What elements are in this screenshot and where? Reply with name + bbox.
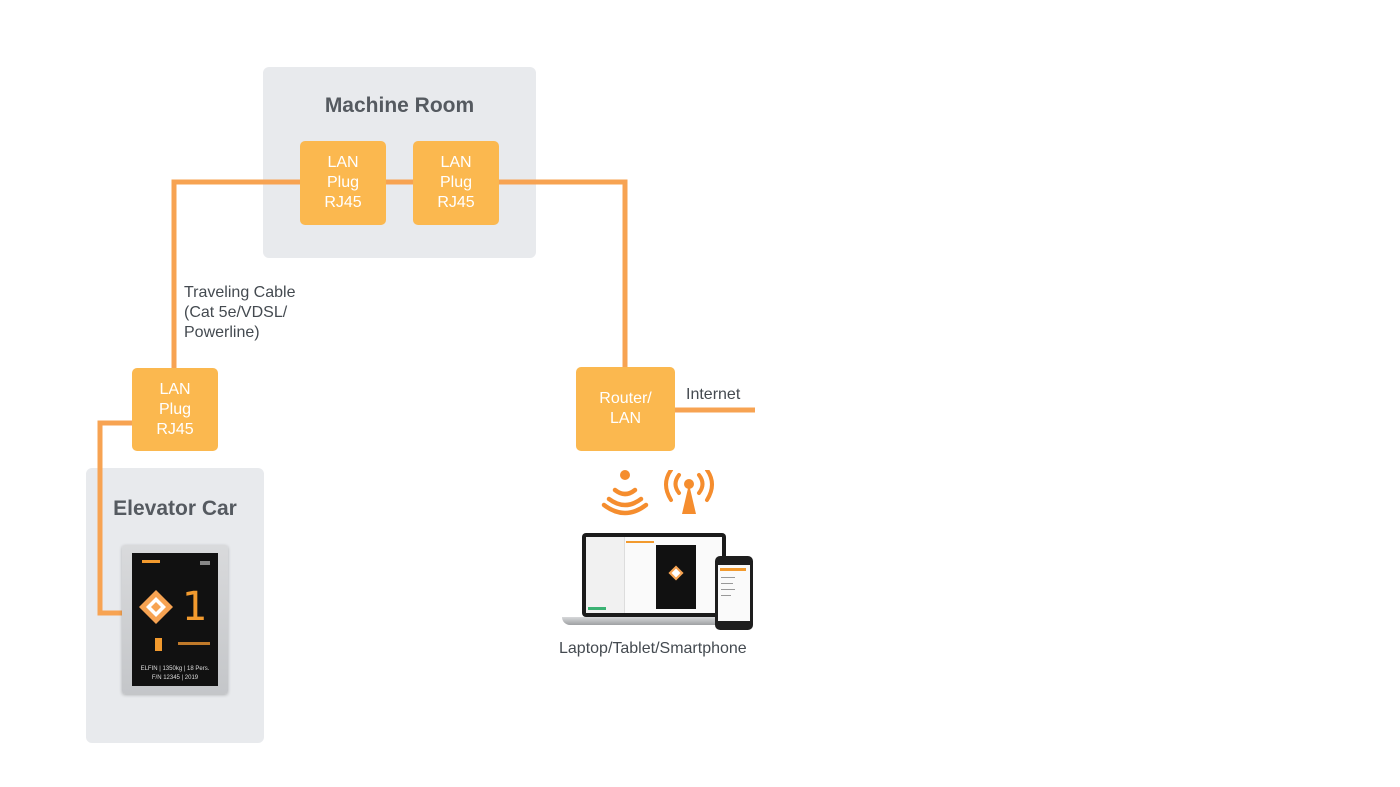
traveling-cable-label: Traveling Cable (Cat 5e/VDSL/ Powerline): [184, 283, 295, 343]
laptop-green-button: [588, 607, 606, 610]
router-box: Router/ LAN: [576, 367, 675, 451]
display-screen: 1 ELFIN | 1350kg | 18 Pers. F/N 12345 | …: [132, 553, 218, 686]
laptop-sidebar: [586, 537, 625, 613]
preview-logo-icon: [668, 565, 684, 581]
wifi-icon: [601, 470, 649, 516]
plug-label-line: RJ45: [156, 420, 194, 438]
internet-label: Internet: [686, 386, 741, 403]
laptop-list-column: [626, 541, 654, 543]
elevator-logo-icon: [139, 590, 173, 624]
display-info-line: ELFIN | 1350kg | 18 Pers.: [140, 666, 210, 672]
laptop-preview-panel: [656, 545, 696, 609]
traveling-cable-line: Traveling Cable: [184, 284, 296, 301]
display-info-line: F/N 12345 | 2019: [151, 675, 199, 681]
elevator-car-title: Elevator Car: [113, 497, 237, 520]
plug-label-line: LAN: [440, 154, 472, 171]
phone-list-line: [721, 583, 733, 584]
elevator-display: 1 ELFIN | 1350kg | 18 Pers. F/N 12345 | …: [122, 545, 228, 694]
display-floor-number: 1: [182, 584, 208, 630]
plug-label-line: Plug: [439, 174, 473, 191]
plug-label-line: Plug: [326, 174, 360, 191]
lan-plug-machine-left: LAN Plug RJ45: [300, 141, 386, 225]
plug-label-line: LAN: [327, 154, 359, 171]
machine-room-title: Machine Room: [324, 94, 475, 117]
phone-list-line: [721, 595, 731, 596]
router-label-line: Router/: [599, 390, 652, 407]
display-status-icon: [200, 561, 210, 565]
laptop-device: [582, 533, 726, 617]
router-label-line: LAN: [609, 410, 642, 427]
phone-list-line: [721, 589, 735, 590]
smartphone-device: [715, 556, 753, 630]
plug-label-line: RJ45: [324, 194, 362, 211]
plug-label-line: LAN: [159, 380, 191, 398]
phone-header-bar: [720, 568, 746, 571]
display-header-text: [142, 560, 160, 563]
devices-label: Laptop/Tablet/Smartphone: [559, 640, 747, 657]
lan-plug-car: LAN Plug RJ45: [132, 368, 218, 451]
lan-plug-machine-right: LAN Plug RJ45: [413, 141, 499, 225]
phone-screen-content: [718, 565, 750, 621]
traveling-cable-line: Powerline): [184, 324, 260, 341]
phone-list-line: [721, 577, 735, 578]
display-indicator: [155, 638, 162, 651]
traveling-cable-line: (Cat 5e/VDSL/: [184, 304, 288, 321]
antenna-icon: [664, 470, 714, 514]
plug-label-line: RJ45: [437, 194, 475, 211]
laptop-screen-content: [586, 537, 722, 613]
display-brand-mark: [178, 642, 210, 645]
laptop-base: [562, 617, 746, 625]
plug-label-line: Plug: [158, 400, 192, 418]
